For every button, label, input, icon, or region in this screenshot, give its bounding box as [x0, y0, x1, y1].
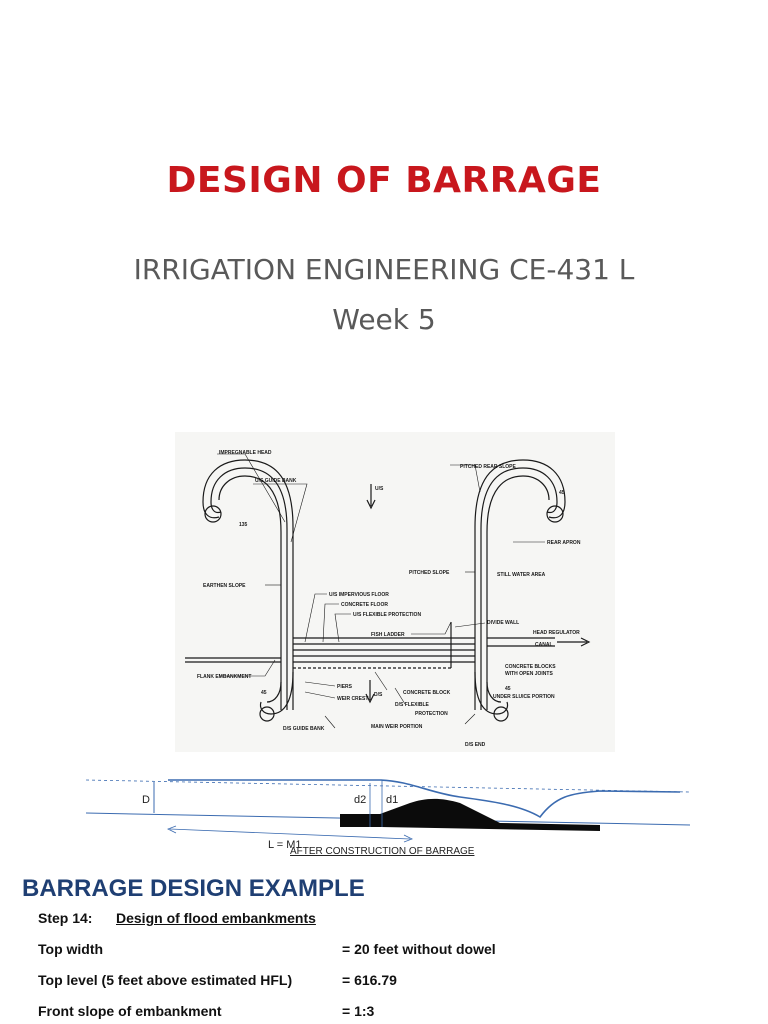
label-ds-end: D/S END — [465, 742, 486, 748]
label-weir-crest: WEIR CREST — [337, 696, 368, 702]
section-label-d2: d2 — [354, 794, 366, 806]
section-caption: AFTER CONSTRUCTION OF BARRAGE — [290, 846, 475, 857]
label-concrete-blocks-1: CONCRETE BLOCKS — [505, 664, 556, 670]
label-ds: D/S — [374, 692, 383, 698]
label-angle-135: 135 — [239, 522, 248, 528]
barrage-plan-drawing: IMPREGNABLE HEAD U/S GUIDE BANK U/S PITC… — [175, 432, 615, 752]
label-ds-flexible-1: D/S FLEXIBLE — [395, 702, 430, 708]
step-row: Step 14: Design of flood embankments — [38, 910, 316, 926]
label-angle-45-left: 45 — [261, 690, 267, 696]
label-concrete-block: CONCRETE BLOCK — [403, 690, 451, 696]
label-rear-apron: REAR APRON — [547, 540, 581, 546]
step-label: Step 14: — [38, 910, 93, 926]
label-pitched-rear-slope: PITCHED REAR SLOPE — [460, 464, 517, 470]
section-label-D: D — [142, 794, 150, 806]
label-ds-flexible-2: PROTECTION — [415, 711, 448, 717]
label-us-guide-bank: U/S GUIDE BANK — [255, 478, 297, 484]
label-fish-ladder: FISH LADDER — [371, 632, 405, 638]
row-value: = 20 feet without dowel — [342, 941, 496, 957]
step-title: Design of flood embankments — [116, 910, 316, 926]
label-under-sluice-portion: UNDER SLUICE PORTION — [493, 694, 555, 700]
page-title: DESIGN OF BARRAGE — [166, 160, 602, 201]
label-divide-wall: DIVIDE WALL — [487, 620, 519, 626]
example-row: Top level (5 feet above estimated HFL) =… — [38, 972, 397, 988]
label-earthen-slope: EARTHEN SLOPE — [203, 583, 246, 589]
label-flank-embankment: FLANK EMBANKMENT — [197, 674, 251, 680]
section-label-d1: d1 — [386, 794, 398, 806]
row-label: Top width — [38, 941, 104, 957]
course-subtitle: IRRIGATION ENGINEERING CE-431 L — [133, 253, 635, 286]
label-us: U/S — [375, 486, 384, 492]
label-us-flexible-protection: U/S FLEXIBLE PROTECTION — [353, 612, 421, 618]
row-value: = 616.79 — [342, 972, 397, 988]
section-label-L: L = M1 — [268, 839, 302, 851]
label-piers: PIERS — [337, 684, 353, 690]
label-angle-45-top: 45 — [559, 490, 565, 496]
label-us-impervious-floor: U/S IMPERVIOUS FLOOR — [329, 592, 389, 598]
label-concrete-floor: CONCRETE FLOOR — [341, 602, 388, 608]
label-impregnable-head: IMPREGNABLE HEAD — [219, 450, 272, 456]
week-label: Week 5 — [332, 303, 436, 336]
label-angle-45-right: 45 — [505, 686, 511, 692]
label-main-weir-portion: MAIN WEIR PORTION — [371, 724, 423, 730]
example-heading: BARRAGE DESIGN EXAMPLE — [22, 875, 365, 902]
example-row: Top width = 20 feet without dowel — [38, 941, 496, 957]
label-pitched-slope: PITCHED SLOPE — [409, 570, 450, 576]
example-row: Front slope of embankment = 1:3 — [38, 1003, 374, 1019]
label-canal: CANAL — [535, 642, 553, 648]
label-concrete-blocks-2: WITH OPEN JOINTS — [505, 671, 553, 677]
barrage-section-diagram: D d2 d1 L = M1 AFTER CONSTRUCTION OF BAR… — [85, 779, 691, 857]
label-still-water-area: STILL WATER AREA — [497, 572, 546, 578]
label-ds-guide-bank: D/S GUIDE BANK — [283, 726, 325, 732]
row-value: = 1:3 — [342, 1003, 375, 1019]
row-label: Top level (5 feet above estimated HFL) — [38, 972, 293, 988]
row-label: Front slope of embankment — [38, 1003, 222, 1019]
label-head-regulator: HEAD REGULATOR — [533, 630, 580, 636]
